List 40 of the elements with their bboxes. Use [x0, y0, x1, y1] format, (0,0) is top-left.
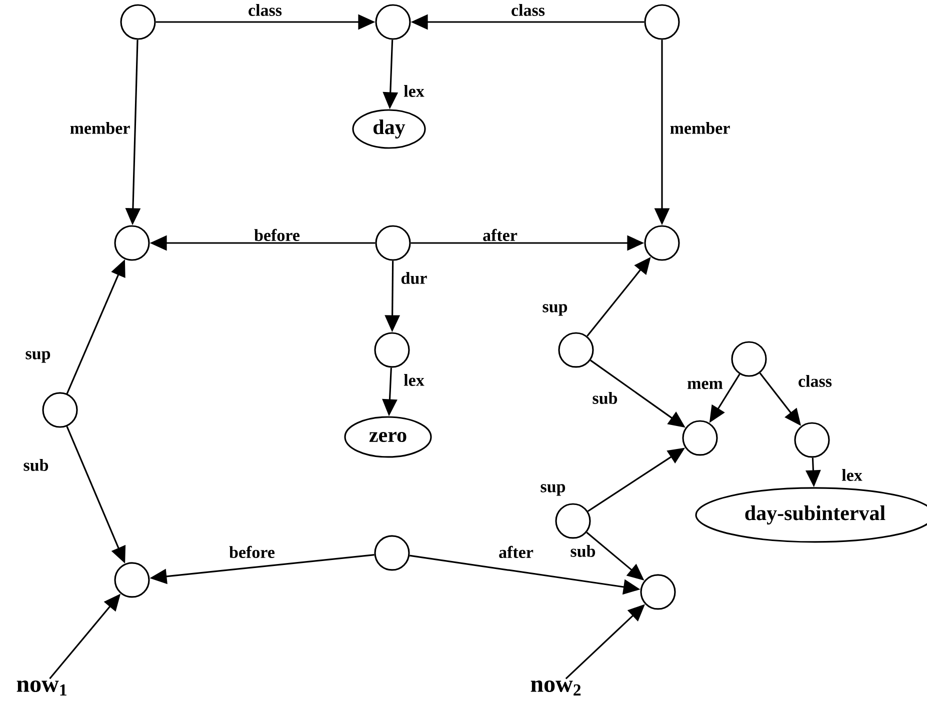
edge-label: lex	[402, 373, 426, 387]
circle-node	[644, 4, 680, 40]
circle-node	[120, 4, 156, 40]
ellipse-node: zero	[344, 416, 432, 458]
edge-label: lex	[840, 468, 864, 482]
edge-label: before	[253, 228, 301, 242]
node-label: now$_{2}$	[530, 680, 581, 696]
circle-node	[374, 535, 410, 571]
circle-node	[555, 503, 591, 539]
circle-node	[114, 225, 150, 261]
circle-node	[682, 420, 718, 456]
edge-label: sub	[22, 458, 50, 472]
edge-label: dur	[400, 270, 428, 285]
ellipse-node: day	[352, 109, 426, 149]
edge-label: lex	[402, 84, 426, 98]
edge-label: sup	[539, 483, 567, 497]
circle-node	[114, 562, 150, 598]
edge-label: class	[510, 3, 546, 17]
circle-node	[558, 332, 594, 368]
edge-label: mem	[686, 380, 724, 390]
edge-label: sup	[24, 350, 52, 364]
circle-node	[42, 392, 78, 428]
edge-label: sub	[591, 390, 619, 405]
circle-node	[375, 4, 411, 40]
edge-label: before	[228, 544, 276, 560]
edge-label: member	[668, 121, 732, 135]
edge-label: class	[247, 3, 283, 17]
edge-label: after	[498, 544, 534, 560]
edge-label: sup	[541, 303, 569, 317]
circle-node	[731, 341, 767, 377]
edge-label: after	[482, 228, 518, 242]
circle-node	[375, 225, 411, 261]
circle-node	[794, 422, 830, 458]
node-label: now$_{1}$	[16, 680, 66, 696]
edge-label: class	[797, 374, 833, 388]
circle-node	[644, 225, 680, 261]
circle-node	[640, 574, 676, 610]
edge-label: member	[68, 121, 132, 135]
edge-label: sub	[569, 544, 597, 558]
circle-node	[374, 332, 410, 368]
